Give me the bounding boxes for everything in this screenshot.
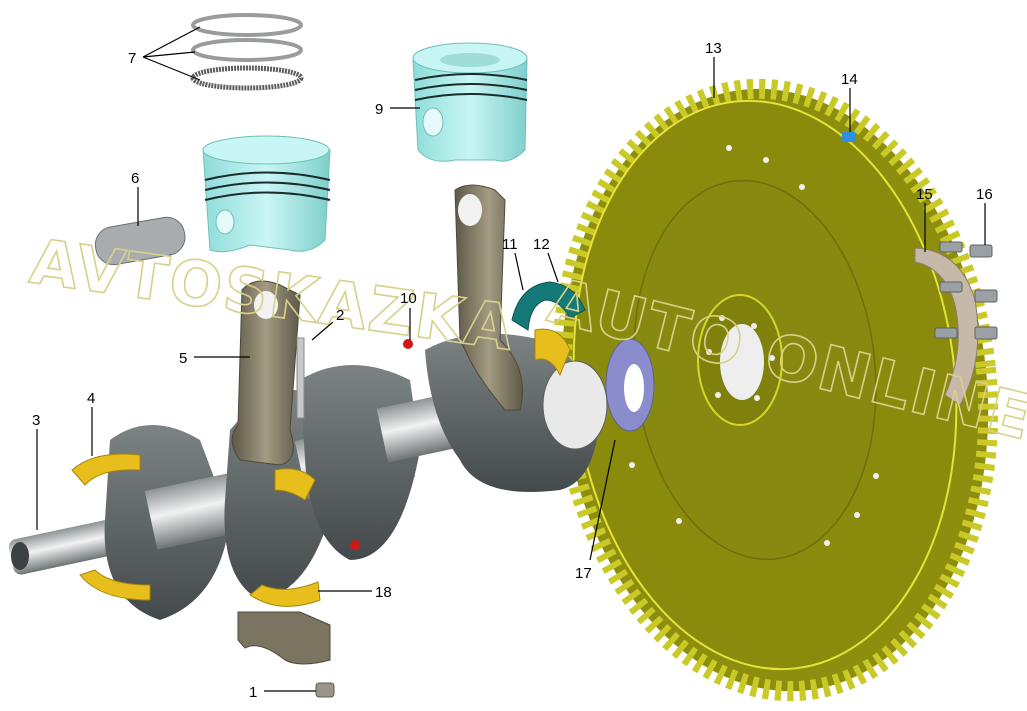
piston-right <box>412 42 528 162</box>
callout-13: 13 <box>705 40 722 57</box>
callout-17: 17 <box>575 565 592 582</box>
crankshaft <box>8 333 608 620</box>
callout-16: 16 <box>976 186 993 203</box>
callout-3: 3 <box>32 412 40 429</box>
bolt-14 <box>842 132 856 142</box>
bearing-cap <box>237 611 331 665</box>
bearing-shells <box>71 328 571 607</box>
callout-15: 15 <box>916 186 933 203</box>
piston-left <box>202 135 331 253</box>
callout-12: 12 <box>533 236 550 253</box>
oil-seal <box>605 338 655 432</box>
callout-5: 5 <box>179 350 187 367</box>
callout-1: 1 <box>249 684 257 701</box>
nut <box>315 682 335 698</box>
callout-9: 9 <box>375 101 383 118</box>
leader-lines <box>36 26 986 692</box>
callout-10: 10 <box>400 290 417 307</box>
callout-14: 14 <box>841 71 858 88</box>
connecting-rods <box>231 184 523 466</box>
piston-pin <box>94 216 186 266</box>
callout-6: 6 <box>131 170 139 187</box>
callout-11: 11 <box>502 236 518 253</box>
flywheel-bolts <box>934 241 998 340</box>
flywheel <box>551 78 999 702</box>
callout-18: 18 <box>375 584 392 601</box>
callout-7: 7 <box>128 50 136 67</box>
thrust-washer <box>511 281 586 331</box>
callout-labels: 1 2 3 4 5 6 7 9 10 11 12 13 14 15 16 17 … <box>32 40 993 701</box>
piston-rings <box>190 13 304 91</box>
callout-2: 2 <box>336 307 344 324</box>
callout-4: 4 <box>87 390 95 407</box>
